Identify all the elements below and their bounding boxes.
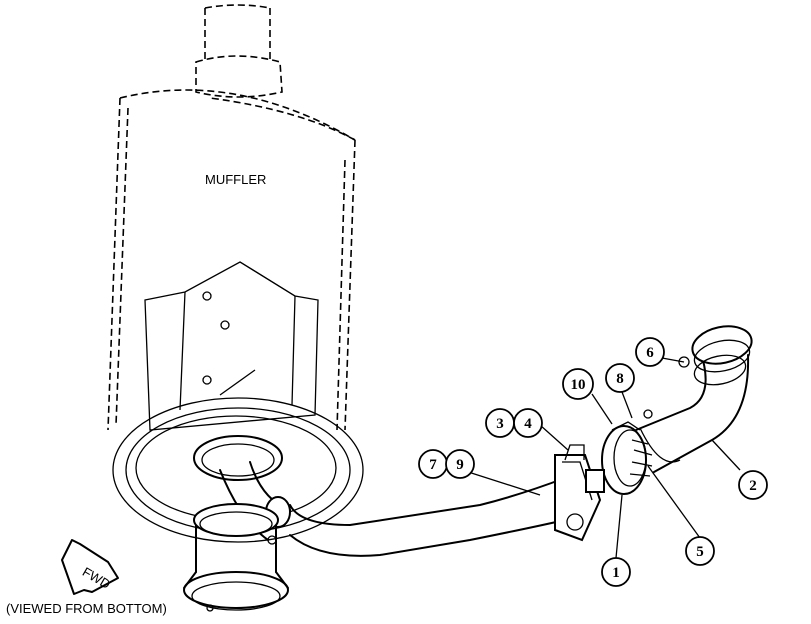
fwd-arrow: FWD <box>61 539 119 595</box>
muffler-label: MUFFLER <box>205 172 266 187</box>
outlet-pipe <box>183 461 291 612</box>
svg-text:7: 7 <box>429 457 437 473</box>
leader-lines <box>461 357 741 559</box>
fwd-label: FWD <box>80 564 113 592</box>
svg-text:3: 3 <box>496 416 504 432</box>
callout-10: 10 <box>562 368 594 400</box>
callout-4: 4 <box>513 408 543 438</box>
svg-text:5: 5 <box>696 544 704 560</box>
svg-text:9: 9 <box>456 457 464 473</box>
upper-pipe <box>119 4 356 141</box>
muffler-body <box>107 97 356 431</box>
svg-text:2: 2 <box>749 478 757 494</box>
callout-8: 8 <box>605 363 635 393</box>
coupling-clamp <box>585 421 653 495</box>
view-note: (VIEWED FROM BOTTOM) <box>6 601 167 616</box>
svg-text:4: 4 <box>524 416 532 432</box>
callout-3: 3 <box>485 408 515 438</box>
svg-text:6: 6 <box>646 345 654 361</box>
svg-text:10: 10 <box>571 377 586 393</box>
elbow-pipe <box>635 325 753 473</box>
callout-9: 9 <box>445 449 475 479</box>
callout-5: 5 <box>685 536 715 566</box>
hose <box>289 477 566 557</box>
callout-6: 6 <box>635 337 665 367</box>
callout-7: 7 <box>418 449 448 479</box>
callout-2: 2 <box>738 470 768 500</box>
svg-text:8: 8 <box>616 371 624 387</box>
svg-text:1: 1 <box>612 565 620 581</box>
callout-1: 1 <box>601 557 631 587</box>
